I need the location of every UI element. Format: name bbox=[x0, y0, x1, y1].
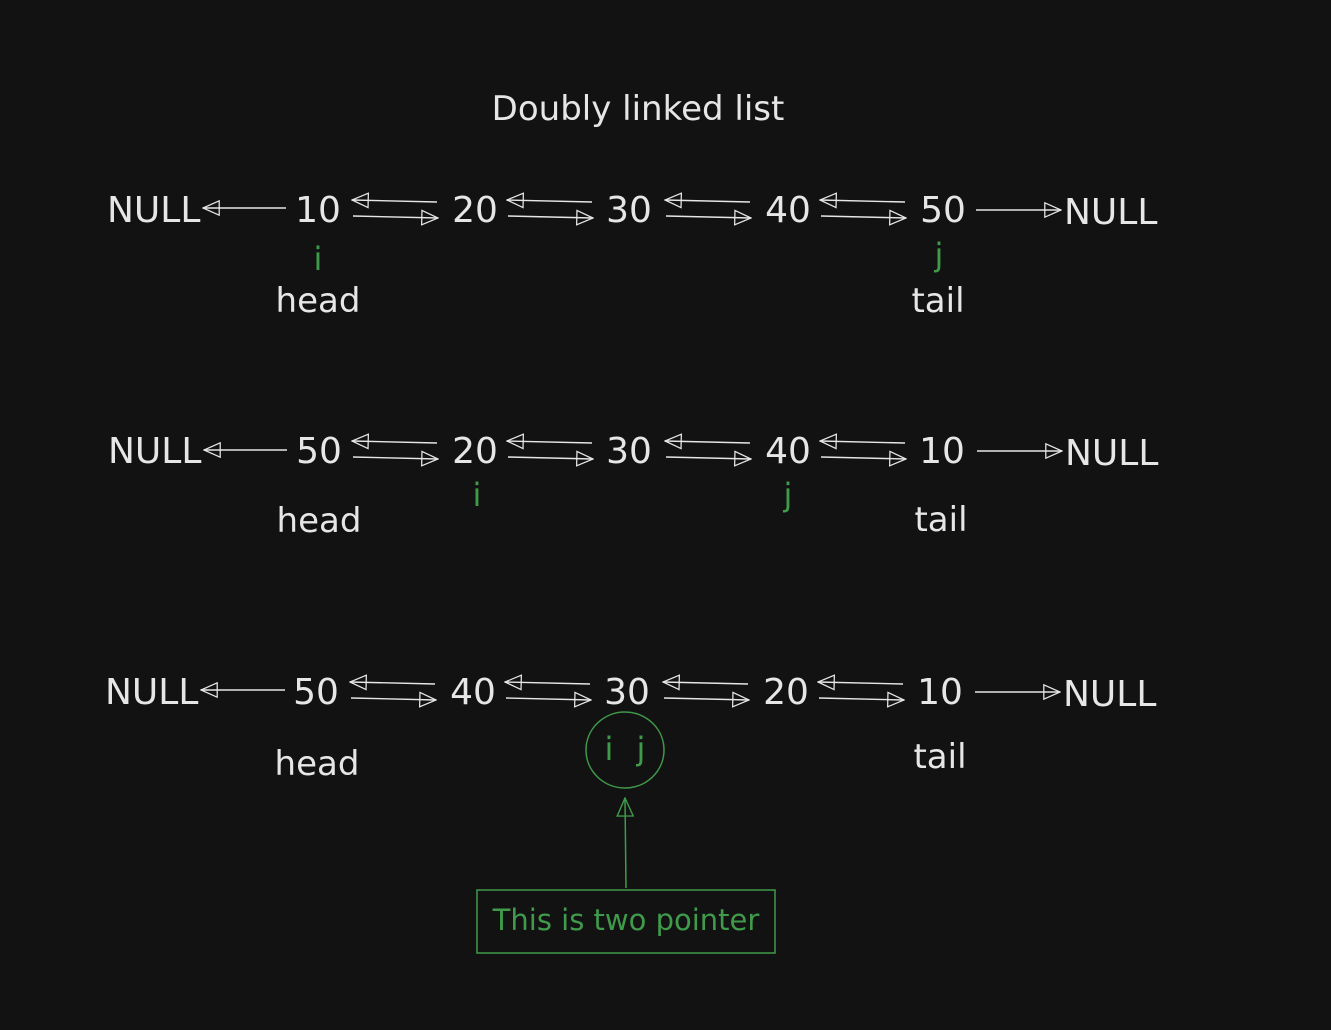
node-value: 20 bbox=[452, 431, 498, 472]
node-value: 40 bbox=[765, 431, 811, 472]
node-value: 50 bbox=[920, 190, 966, 231]
diagram-title: Doubly linked list bbox=[492, 89, 785, 129]
next-link-arrow bbox=[505, 698, 591, 700]
next-link-arrow bbox=[507, 457, 593, 459]
pointer-j-label: j bbox=[934, 236, 944, 274]
next-link-arrow bbox=[665, 457, 751, 459]
node-value: 20 bbox=[452, 190, 498, 231]
next-link-arrow bbox=[820, 216, 906, 218]
prev-link-arrow bbox=[818, 682, 904, 684]
pointer-i-label: i bbox=[605, 730, 614, 768]
next-link-arrow bbox=[507, 216, 593, 218]
prev-link-arrow bbox=[820, 200, 906, 202]
pointer-i-label: i bbox=[473, 476, 482, 514]
head-label: head bbox=[277, 501, 362, 541]
prev-link-arrow bbox=[663, 682, 749, 684]
callout-text: This is two pointer bbox=[492, 903, 760, 937]
node-value: 10 bbox=[917, 672, 963, 713]
meeting-point-circle bbox=[585, 711, 665, 789]
null-right-label: NULL bbox=[1064, 192, 1157, 233]
head-label: head bbox=[276, 281, 361, 321]
prev-link-arrow bbox=[665, 200, 751, 202]
node-value: 40 bbox=[450, 672, 496, 713]
null-left-label: NULL bbox=[108, 431, 201, 472]
null-left-label: NULL bbox=[105, 672, 198, 713]
prev-link-arrow bbox=[820, 441, 906, 443]
head-label: head bbox=[275, 744, 360, 784]
node-value: 50 bbox=[296, 431, 342, 472]
pointer-j-label: j bbox=[783, 476, 793, 514]
next-link-arrow bbox=[820, 457, 906, 459]
null-right-label: NULL bbox=[1063, 674, 1156, 715]
list-row-3: NULL 50 40 30 20 10 NULL head tail i j T… bbox=[105, 672, 1156, 954]
prev-link-arrow bbox=[350, 682, 436, 684]
list-row-2: NULL 50 20 30 40 10 NULL i j head tail bbox=[108, 431, 1158, 541]
prev-link-arrow bbox=[665, 441, 751, 443]
list-row-1: NULL 10 20 30 40 50 NULL i j head tail bbox=[107, 190, 1157, 321]
node-value: 30 bbox=[604, 672, 650, 713]
callout-arrow bbox=[625, 798, 626, 889]
next-link-arrow bbox=[818, 698, 904, 700]
callout-box bbox=[476, 889, 776, 954]
next-link-arrow bbox=[350, 698, 436, 700]
tail-label: tail bbox=[913, 737, 966, 777]
tail-label: tail bbox=[911, 281, 964, 321]
prev-link-arrow bbox=[507, 200, 593, 202]
prev-link-arrow bbox=[505, 682, 591, 684]
next-link-arrow bbox=[665, 216, 751, 218]
node-value: 30 bbox=[606, 431, 652, 472]
node-value: 40 bbox=[765, 190, 811, 231]
prev-link-arrow bbox=[507, 441, 593, 443]
node-value: 10 bbox=[919, 431, 965, 472]
node-value: 30 bbox=[606, 190, 652, 231]
tail-label: tail bbox=[914, 500, 967, 540]
node-value: 10 bbox=[295, 190, 341, 231]
next-link-arrow bbox=[663, 698, 749, 700]
null-right-label: NULL bbox=[1065, 433, 1158, 474]
prev-link-arrow bbox=[352, 441, 438, 443]
next-link-arrow bbox=[352, 457, 438, 459]
next-link-arrow bbox=[352, 216, 438, 218]
node-value: 20 bbox=[763, 672, 809, 713]
prev-link-arrow bbox=[352, 200, 438, 202]
pointer-j-label: j bbox=[636, 730, 646, 768]
node-value: 50 bbox=[293, 672, 339, 713]
null-left-label: NULL bbox=[107, 190, 200, 231]
pointer-i-label: i bbox=[314, 240, 323, 278]
